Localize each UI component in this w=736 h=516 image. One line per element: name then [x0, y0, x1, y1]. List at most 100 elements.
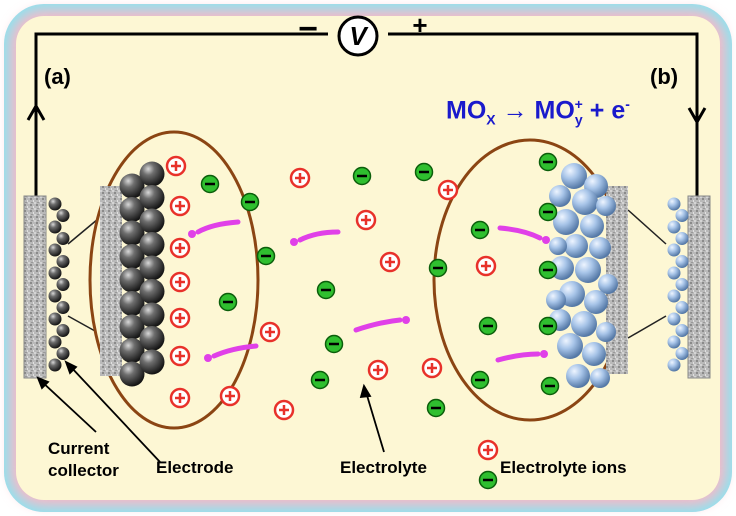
- blue-sphere: [564, 234, 588, 258]
- blue-sphere: [590, 368, 610, 388]
- dark-sphere: [139, 279, 165, 304]
- blue-sphere: [598, 274, 618, 294]
- blue-sphere: [557, 333, 583, 359]
- arrow-head: [540, 350, 548, 358]
- anion-icon: [478, 316, 498, 336]
- cation-icon: [355, 209, 377, 231]
- cation-icon: [169, 345, 191, 367]
- anion-icon: [310, 370, 330, 390]
- anion-icon: [414, 162, 434, 182]
- anion-icon: [428, 258, 448, 278]
- blue-sphere: [675, 301, 689, 314]
- blue-sphere: [667, 335, 681, 349]
- current-arrow-up-icon: [26, 102, 46, 121]
- anion-icon: [316, 280, 336, 300]
- current-collector-left: [23, 195, 47, 379]
- blue-sphere: [675, 278, 689, 291]
- reaction-plus: +: [589, 96, 605, 125]
- arrow-head: [402, 316, 410, 324]
- dark-sphere: [119, 197, 145, 222]
- blue-sphere: [549, 185, 571, 207]
- blue-sphere: [546, 290, 566, 310]
- ion-flow-arrow: [353, 317, 403, 333]
- anion-icon: [478, 470, 498, 490]
- dark-sphere: [48, 289, 62, 303]
- voltmeter-icon: V: [337, 15, 379, 57]
- blue-sphere: [667, 312, 681, 326]
- current-collector-label-line2: collector: [48, 461, 119, 480]
- blue-sphere: [667, 197, 681, 211]
- anion-icon: [538, 202, 558, 222]
- cation-icon: [289, 167, 311, 189]
- blue-sphere: [582, 342, 606, 366]
- reaction-sub-y: y: [574, 111, 583, 128]
- dark-sphere: [119, 291, 145, 316]
- ion-flow-arrow: [211, 343, 259, 359]
- dark-sphere: [139, 349, 165, 375]
- anion-icon: [352, 166, 372, 186]
- blue-sphere: [575, 257, 601, 283]
- cation-icon: [169, 195, 191, 217]
- dark-sphere: [139, 326, 165, 351]
- current-collector-right: [687, 195, 711, 379]
- blue-sphere: [675, 324, 689, 337]
- dark-sphere: [119, 338, 145, 363]
- blue-sphere: [675, 347, 689, 360]
- blue-sphere: [596, 322, 616, 342]
- dark-sphere: [139, 302, 165, 328]
- dark-sphere: [139, 185, 165, 210]
- dark-electrode-spheres: [48, 161, 165, 387]
- reaction-reactant: MO: [446, 96, 487, 125]
- cation-icon: [169, 307, 191, 329]
- dark-sphere: [56, 278, 70, 291]
- ion-flow-arrow: [195, 219, 241, 235]
- dark-sphere: [56, 324, 70, 337]
- collector-strip-left: [100, 186, 122, 376]
- reaction-electron: e: [611, 96, 626, 125]
- reaction-product: MO: [534, 96, 575, 125]
- blue-sphere: [596, 196, 616, 216]
- cation-icon: [421, 357, 443, 379]
- electrolyte-ions: [165, 152, 560, 490]
- cation-icon: [437, 179, 459, 201]
- cation-icon: [379, 251, 401, 273]
- dark-sphere: [48, 197, 62, 211]
- reaction-sub-x: X: [486, 111, 496, 128]
- dark-sphere: [119, 361, 145, 387]
- arrow-head: [542, 236, 550, 244]
- electrode-label: Electrode: [156, 458, 234, 477]
- blue-sphere: [667, 243, 681, 257]
- dark-sphere: [139, 208, 165, 234]
- anion-icon: [324, 334, 344, 354]
- cation-icon: [477, 439, 499, 461]
- blue-sphere: [675, 232, 689, 245]
- arrow-head: [290, 238, 298, 246]
- blue-sphere: [549, 237, 567, 255]
- dark-sphere: [48, 335, 62, 349]
- dark-sphere: [119, 173, 145, 199]
- dark-sphere: [139, 255, 165, 281]
- cation-icon: [165, 155, 187, 177]
- reaction-arrow: →: [502, 96, 528, 125]
- anion-icon: [200, 174, 220, 194]
- electrolyte-ions-label: Electrolyte ions: [500, 458, 627, 477]
- blue-sphere: [667, 289, 681, 303]
- ion-flow-arrows: [188, 219, 550, 363]
- blue-sphere: [561, 163, 587, 189]
- dark-sphere: [48, 266, 62, 280]
- dark-sphere: [139, 161, 165, 187]
- cation-icon: [367, 359, 389, 381]
- ion-flow-arrow: [497, 225, 543, 241]
- dark-sphere: [48, 358, 62, 372]
- blue-sphere: [675, 209, 689, 222]
- negative-terminal-sign: −: [298, 10, 318, 48]
- cation-icon: [169, 271, 191, 293]
- ion-flow-arrow: [495, 351, 541, 363]
- current-collector-label: Current collector: [48, 438, 119, 482]
- blue-sphere: [571, 311, 597, 337]
- electrolyte-label: Electrolyte: [340, 458, 427, 477]
- positive-terminal-sign: +: [412, 10, 427, 40]
- dark-sphere: [56, 301, 70, 314]
- dark-sphere: [48, 312, 62, 326]
